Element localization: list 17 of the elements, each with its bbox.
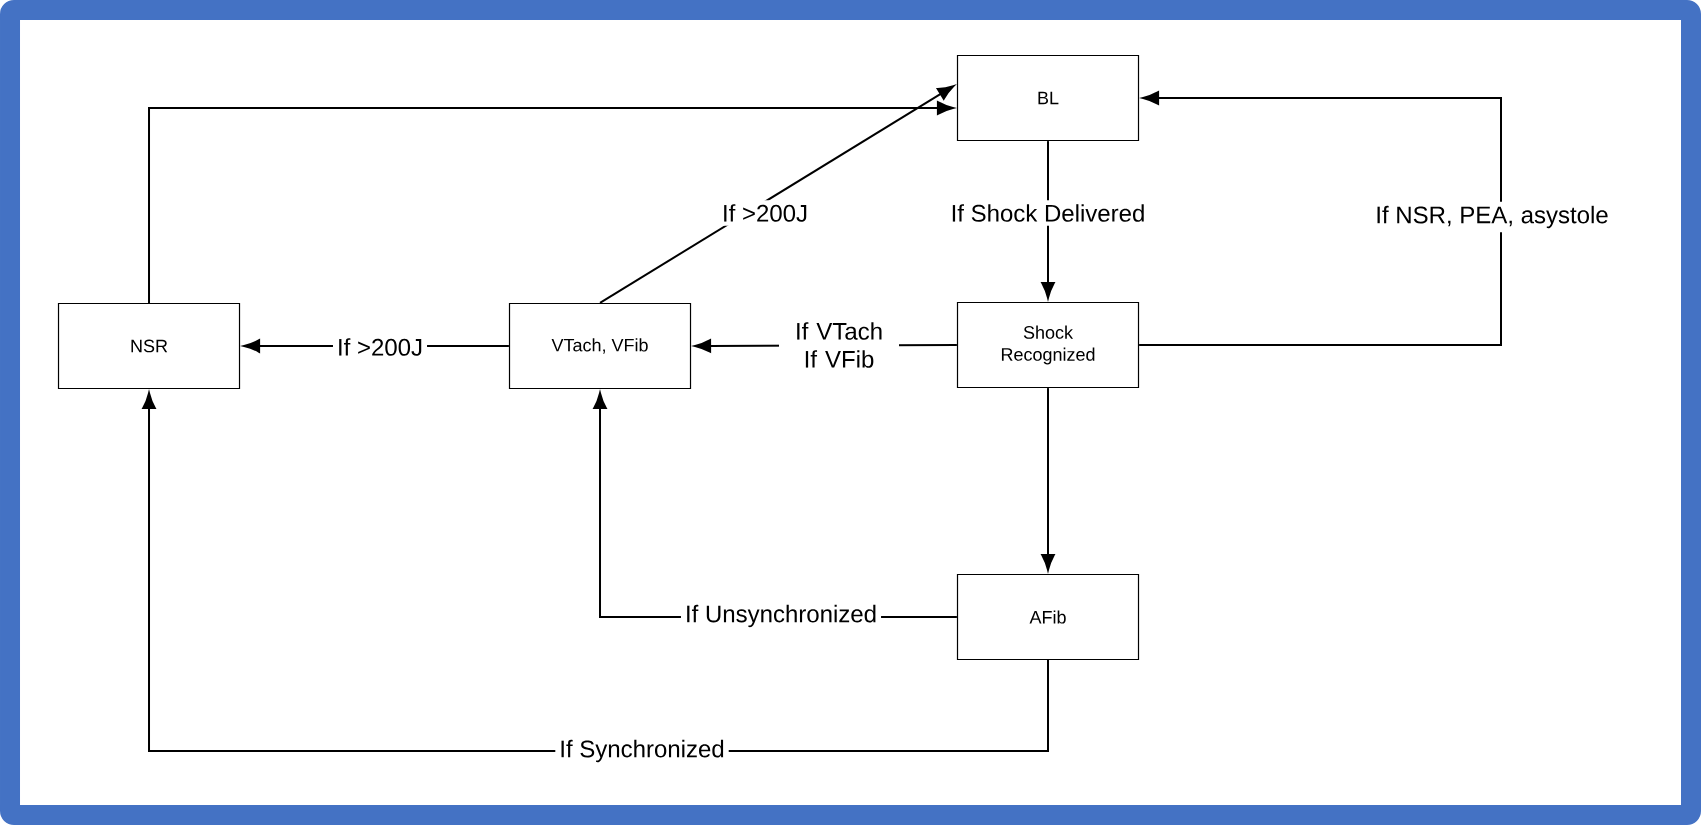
edge-label: If Unsynchronized	[680, 600, 882, 632]
state-box: NSR	[57, 302, 241, 390]
state-box: AFib	[956, 573, 1140, 661]
arrow	[599, 85, 955, 304]
edge-label: If NSR, PEA, asystole	[1371, 201, 1613, 233]
edge-label: If Shock Delivered	[946, 200, 1150, 226]
arrow	[1041, 140, 1055, 299]
edge-label: If Synchronized	[555, 735, 729, 767]
edge-label: If >200J	[333, 334, 428, 360]
edge-label: If >200J	[718, 200, 813, 226]
arrow	[1041, 387, 1055, 571]
state-box: VTach, VFib	[508, 302, 692, 390]
arrow	[1138, 91, 1502, 346]
edge-label: If VTach If VFib	[779, 318, 899, 372]
state-box: BL	[956, 54, 1140, 142]
state-box: Shock Recognized	[956, 301, 1140, 389]
arrow	[148, 101, 954, 304]
